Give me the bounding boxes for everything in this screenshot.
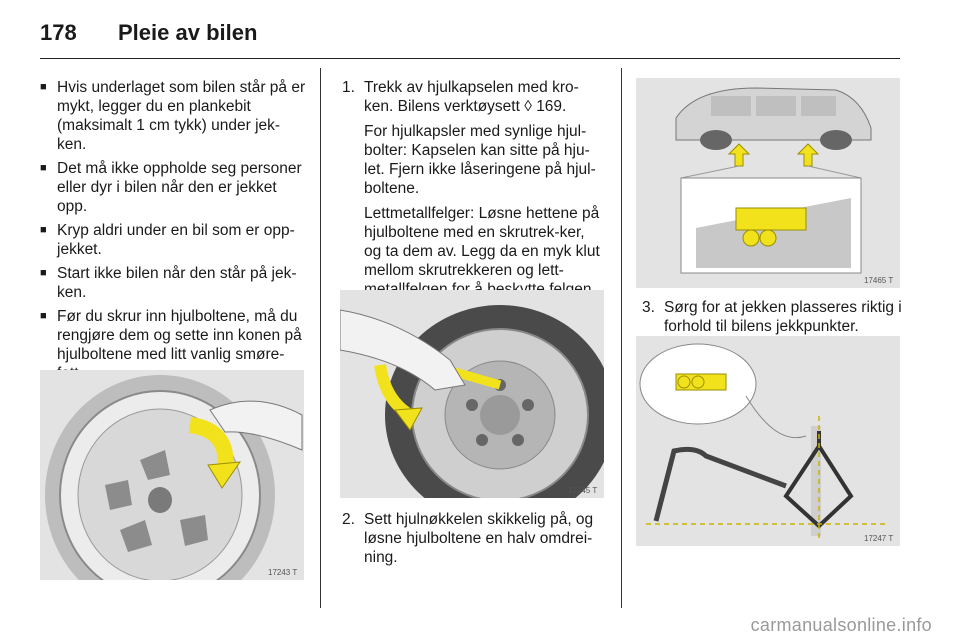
wheel-wrench-figure: 17245 T: [340, 290, 604, 498]
step-text: Trekk av hjulkapselen med kro-ken. Bilen…: [364, 79, 579, 115]
column-divider: [320, 68, 321, 608]
figure-id: 17245 T: [568, 486, 598, 495]
step-number: 3.: [642, 299, 655, 316]
step-number: 2.: [342, 511, 355, 528]
figure-id: 17243 T: [268, 568, 298, 577]
step-2: 2. Sett hjulnøkkelen skikkelig på, og løs…: [342, 510, 604, 567]
column-1: Hvis underlaget som bilen står på er myk…: [40, 78, 308, 388]
page-title: Pleie av bilen: [118, 20, 258, 45]
car-jack-points-illustration: [636, 78, 900, 288]
list-item: Kryp aldri under en bil som er opp-jekke…: [40, 221, 308, 259]
watermark: carmanualsonline.info: [750, 615, 932, 635]
column-3: 3. Sørg for at jekken plasseres riktig i …: [642, 298, 904, 342]
jack-placement-figure: 17247 T: [636, 336, 900, 546]
figure-id: 17247 T: [864, 534, 894, 543]
list-item: Det må ikke oppholde seg personer eller …: [40, 159, 308, 216]
step-1: 1. Trekk av hjulkapselen med kro-ken. Bil…: [342, 78, 604, 116]
hubcap-illustration: [40, 370, 304, 580]
jack-placement-illustration: [636, 336, 900, 546]
step-text: Sørg for at jekken plasseres riktig i fo…: [664, 299, 902, 335]
figure-id: 17465 T: [864, 276, 894, 285]
column-divider: [621, 68, 622, 608]
list-item: Start ikke bilen når den står på jek-ken…: [40, 264, 308, 302]
car-jack-points-figure: 17465 T: [636, 78, 900, 288]
list-item: Hvis underlaget som bilen står på er myk…: [40, 78, 308, 154]
page-number: 178: [40, 20, 77, 45]
step-text: Sett hjulnøkkelen skikkelig på, og løsne…: [364, 511, 594, 566]
wheel-wrench-illustration: [340, 290, 604, 498]
step-3: 3. Sørg for at jekken plasseres riktig i …: [642, 298, 904, 336]
step-number: 1.: [342, 79, 355, 96]
step-1-paragraph: Lettmetallfelger: Løsne hettene på hjulb…: [364, 205, 600, 298]
column-2: 1. Trekk av hjulkapselen med kro-ken. Bil…: [342, 78, 604, 305]
column-2-lower: 2. Sett hjulnøkkelen skikkelig på, og løs…: [342, 510, 604, 573]
step-1-paragraph: For hjulkapsler med synlige hjul-bolter:…: [364, 123, 596, 197]
list-item: Før du skrur inn hjulboltene, må du reng…: [40, 307, 308, 383]
page-header: 178 Pleie av bilen: [40, 14, 900, 59]
hubcap-removal-figure: 17243 T: [40, 370, 304, 580]
